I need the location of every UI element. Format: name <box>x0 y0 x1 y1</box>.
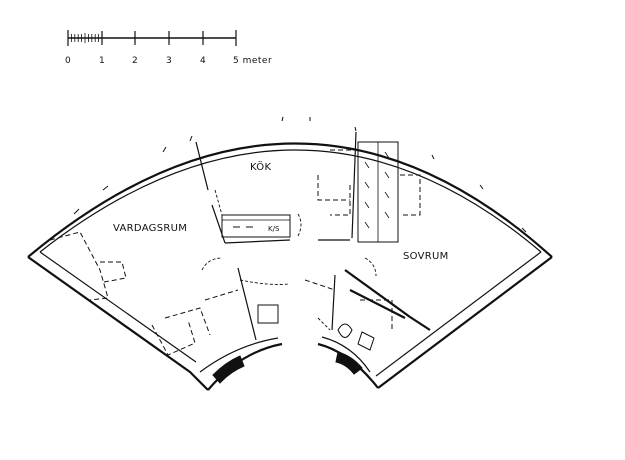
scale-tick-3: 3 <box>166 56 172 66</box>
scale-tick-2: 2 <box>132 56 138 66</box>
scale-tick-0: 0 <box>65 56 71 66</box>
doors <box>201 189 377 331</box>
scale-tick-4: 4 <box>200 56 206 66</box>
service-shafts <box>212 351 363 384</box>
room-label-sovrum: SOVRUM <box>403 251 449 262</box>
room-label-vardagsrum: VARDAGSRUM <box>113 223 187 234</box>
room-label-kok: KÖK <box>250 160 271 173</box>
scale-tick-1: 1 <box>99 56 105 66</box>
scale-bar: 0 1 2 3 4 5 meter <box>65 30 272 66</box>
kitchen-fixture-label: K/S <box>268 225 280 233</box>
interior-walls <box>195 131 431 341</box>
scale-tick-5: 5 meter <box>233 56 272 66</box>
exterior-walls <box>27 116 553 391</box>
kitchen-fixtures: K/S <box>221 141 421 243</box>
bathroom-fixtures <box>257 279 393 351</box>
living-room-furniture <box>49 231 239 356</box>
